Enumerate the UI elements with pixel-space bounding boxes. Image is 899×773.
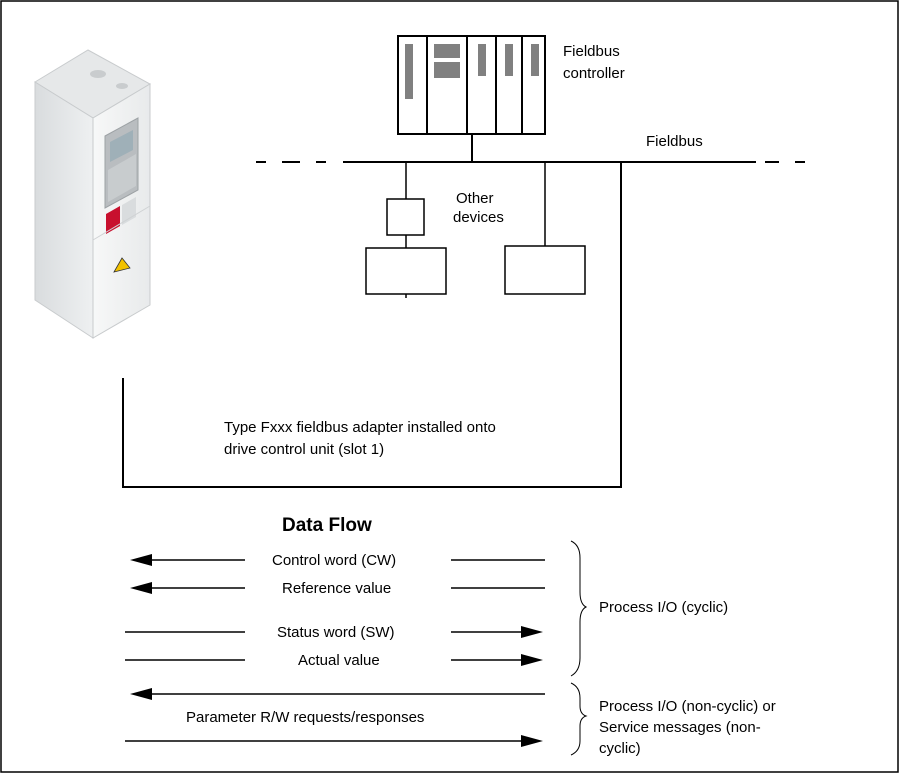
status-word-label: Status word (SW)	[277, 624, 395, 641]
reference-value-arrow	[130, 582, 545, 594]
adapter-label-line1: Type Fxxx fieldbus adapter installed ont…	[224, 419, 496, 436]
actual-value-arrow	[125, 654, 543, 666]
non-cyclic-label-line2: Service messages (non-	[599, 719, 761, 736]
parameter-response-arrow	[125, 735, 543, 747]
other-devices-label-line2: devices	[453, 209, 504, 226]
adapter-label-line2: drive control unit (slot 1)	[224, 441, 384, 458]
data-flow-title: Data Flow	[282, 515, 372, 536]
non-cyclic-brace	[570, 682, 588, 756]
status-word-arrow	[125, 626, 543, 638]
non-cyclic-label-line3: cyclic)	[599, 740, 641, 757]
fieldbus-controller-label-line2: controller	[563, 65, 625, 82]
control-word-label: Control word (CW)	[272, 552, 396, 569]
drive-image	[34, 49, 152, 339]
cyclic-brace	[570, 540, 588, 677]
fieldbus-controller-rack	[397, 35, 546, 135]
parameter-rw-label: Parameter R/W requests/responses	[186, 709, 424, 726]
process-io-cyclic-label: Process I/O (cyclic)	[599, 599, 728, 616]
fieldbus-line	[256, 134, 805, 163]
non-cyclic-label-line1: Process I/O (non-cyclic) or	[599, 698, 776, 715]
drive-connection-line	[122, 162, 622, 488]
control-word-arrow	[130, 554, 545, 566]
fieldbus-controller-label-line1: Fieldbus	[563, 43, 620, 60]
other-devices	[365, 162, 586, 298]
fieldbus-label: Fieldbus	[646, 133, 703, 150]
other-devices-label-line1: Other	[456, 190, 494, 207]
reference-value-label: Reference value	[282, 580, 391, 597]
actual-value-label: Actual value	[298, 652, 380, 669]
parameter-request-arrow	[130, 688, 545, 700]
